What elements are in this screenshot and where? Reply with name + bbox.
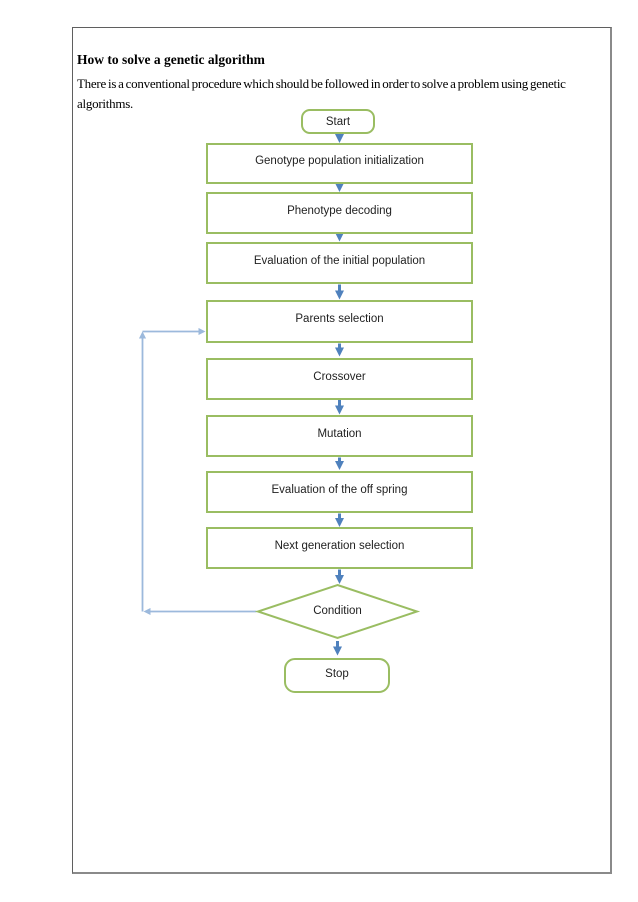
flow-node-label: Condition (313, 605, 362, 617)
flow-node-label: Next generation selection (274, 539, 405, 552)
flow-node-start: Start (301, 109, 375, 134)
flow-node-stop: Stop (284, 658, 390, 693)
flow-node-crossover: Crossover (206, 358, 473, 400)
flow-node-evaluation-of-offspring: Evaluation of the off spring (206, 471, 473, 513)
document-paragraph: There is a conventional procedure which … (77, 76, 566, 111)
flow-node-stop-label: Stop (325, 667, 349, 680)
flow-node-mutation: Mutation (206, 415, 473, 457)
flow-node-label: Evaluation of the off spring (271, 483, 408, 496)
flow-node-label: Genotype population initialization (255, 155, 424, 167)
flow-node-condition-label: Condition (258, 598, 417, 624)
flow-node-next-generation-selection: Next generation selection (206, 527, 473, 569)
flow-node-start-label: Start (325, 115, 351, 128)
document-title: How to solve a genetic algorithm (77, 52, 265, 67)
flow-node-label: Phenotype decoding (287, 204, 392, 217)
flow-node-parents-selection: Parents selection (206, 300, 473, 343)
flow-node-label: Parents selection (295, 313, 384, 325)
flow-node-label: Crossover (313, 370, 366, 383)
flow-node-label: Mutation (317, 427, 362, 440)
flow-node-phenotype-decoding: Phenotype decoding (206, 192, 473, 234)
flow-node-label: Evaluation of the initial population (253, 254, 426, 267)
flow-node-genotype-population-initialization: Genotype population initialization (206, 143, 473, 184)
flow-node-evaluation-of-initial-population: Evaluation of the initial population (206, 242, 473, 284)
